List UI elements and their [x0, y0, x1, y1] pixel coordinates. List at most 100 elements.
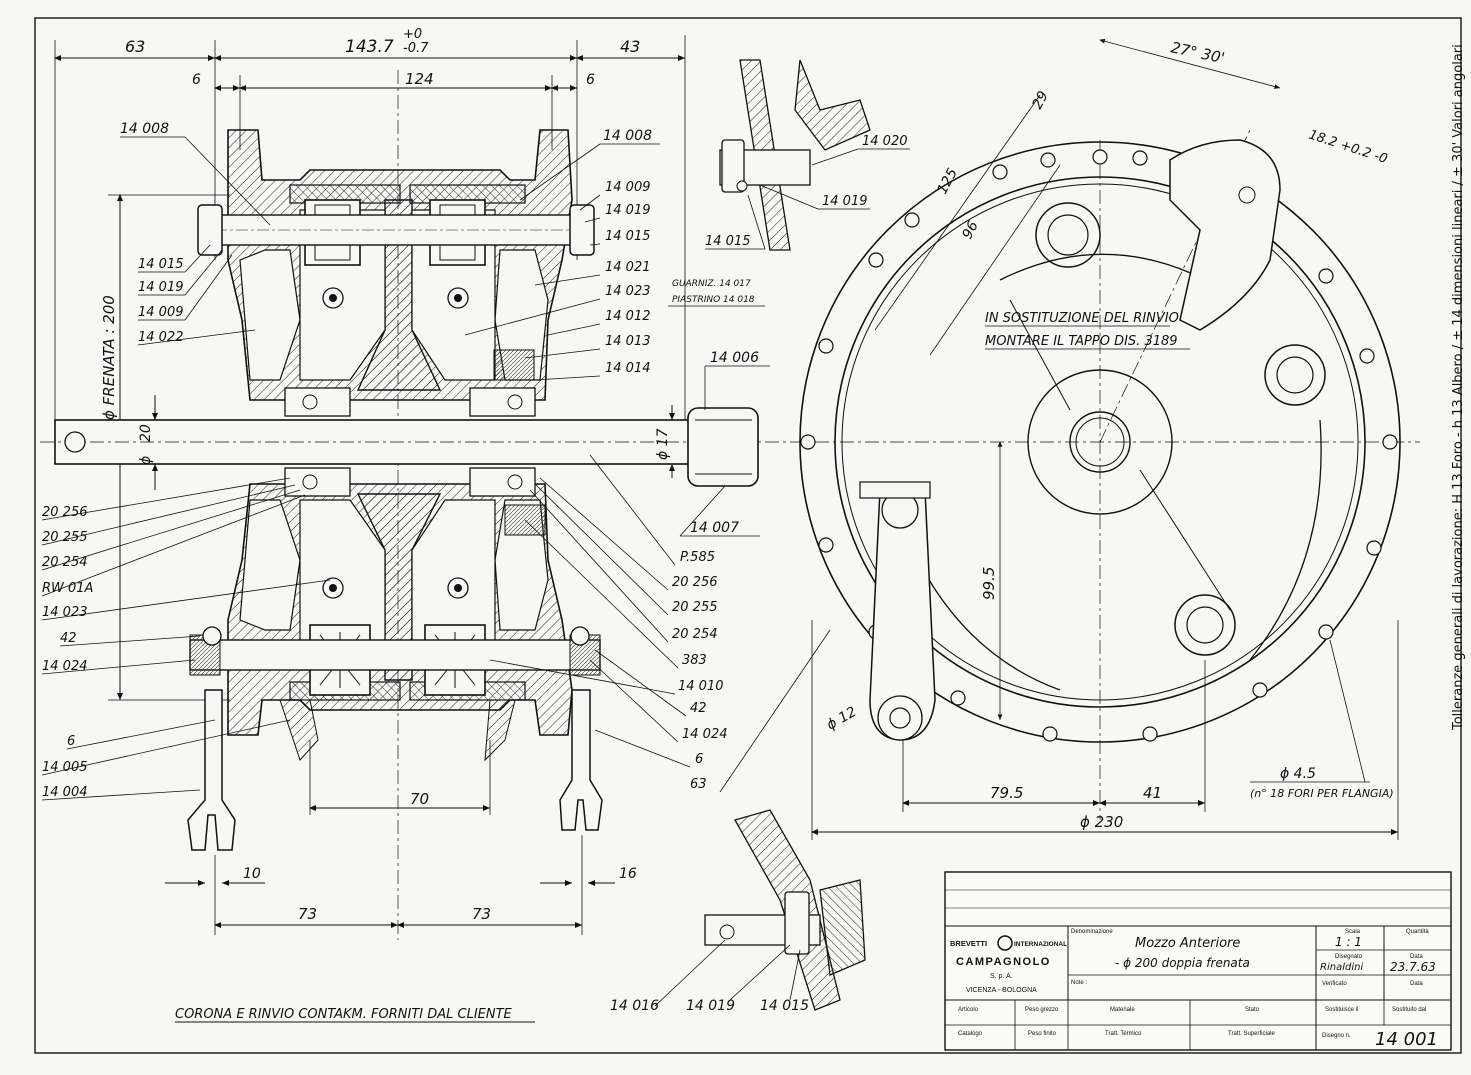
part-label-right: 20 255 [672, 600, 718, 615]
dim-half-left: 73 [298, 905, 317, 923]
date-label: Data [1410, 954, 1423, 960]
part-label-left: 14 005 [42, 760, 88, 775]
quantity-label: Quantità [1406, 929, 1429, 935]
drawing-border [34, 17, 1462, 1054]
dim-overall-left: 63 [125, 37, 145, 56]
company-badge: INTERNAZIONALI [1014, 941, 1069, 948]
disegno-label: Disegno n. [1322, 1033, 1351, 1039]
detail-bottom-label: 14 019 [686, 998, 735, 1014]
dim-overall-tol-lower: -0.7 [403, 41, 429, 56]
stato-label: Stato [1245, 1007, 1260, 1013]
date-label-2: Data [1410, 981, 1423, 987]
dim-outer-diameter: ϕ 230 [1080, 813, 1123, 831]
part-label-right: 63 [690, 777, 707, 792]
materiale-label: Materiale [1110, 1007, 1135, 1013]
detail-top-label: 14 020 [862, 134, 908, 149]
dim-angle: 27° 30' [1169, 38, 1226, 67]
part-label-left: 14 015 [138, 257, 184, 272]
articolo-label: Articolo [958, 1007, 979, 1013]
checked-label: Verificato [1322, 981, 1347, 987]
part-label-right: 20 256 [672, 575, 718, 590]
dim-96: 96 [959, 219, 982, 242]
part-label-right: 383 [682, 653, 707, 668]
note-line-2: MONTARE IL TAPPO DIS. 3189 [985, 334, 1178, 349]
dim-arm-pin-right: 16 [619, 866, 637, 882]
dim-arm-spacing: 70 [410, 790, 429, 808]
part-label-right: 14 006 [710, 350, 759, 366]
part-label-right: 6 [695, 752, 703, 767]
dim-brake-diameter: ϕ FRENATA : 200 [100, 295, 118, 420]
part-name-1: Mozzo Anteriore [1135, 936, 1240, 951]
dim-half-right: 73 [472, 905, 491, 923]
dim-overall-center: 143.7 [345, 37, 394, 57]
tolerance-note: Tolleranze generali di lavorazione: H 13… [1451, 44, 1466, 731]
part-label-left: 20 255 [42, 530, 88, 545]
dim-overall-right: 43 [620, 37, 640, 56]
part-label-left: 42 [60, 631, 77, 646]
company-line1: BREVETTI [950, 939, 987, 948]
dim-lever-diameter: ϕ 12 [824, 704, 859, 734]
dim-flange-right: 6 [586, 72, 595, 88]
detail-bottom-label: 14 015 [760, 998, 809, 1014]
scale-label: Scala [1345, 929, 1361, 935]
company-name: CAMPAGNOLO [956, 956, 1051, 968]
part-label-left: 20 256 [42, 505, 88, 520]
dim-hole-diameter: ϕ 4.5 [1280, 766, 1316, 782]
dim-29: 29 [1029, 89, 1052, 112]
footer-note: CORONA E RINVIO CONTAKM. FORNITI DAL CLI… [175, 1007, 513, 1022]
dim-flange-left: 6 [192, 72, 201, 88]
part-label-left: 6 [67, 734, 75, 749]
detail-bottom-label: 14 016 [610, 998, 659, 1014]
sostituisce-label: Sostituisce il [1325, 1007, 1358, 1013]
part-label-right: 14 008 [603, 128, 652, 144]
dim-inner-width: 124 [405, 70, 434, 88]
part-label-right: 14 015 [605, 229, 651, 244]
drawing-number: 14 001 [1375, 1029, 1438, 1050]
dim-125: 125 [934, 166, 961, 197]
dim-79-5: 79.5 [990, 784, 1023, 802]
part-label-right: 14 009 [605, 180, 651, 195]
hole-note: (n° 18 FORI PER FLANGIA) [1250, 787, 1394, 800]
detail-bottom: 14 016 14 019 14 015 [610, 809, 866, 1014]
dim-overall-tol-upper: +0 [403, 27, 422, 42]
dim-axle-phi: ϕ [138, 456, 154, 465]
dim-99-5: 99.5 [980, 567, 998, 600]
part-label-left: 14 008 [120, 121, 169, 137]
gasket-note: GUARNIZ. 14 017 [672, 279, 751, 289]
peso-grezzo-label: Peso grezzo [1025, 1007, 1059, 1013]
note-line-1: IN SOSTITUZIONE DEL RINVIO [985, 311, 1179, 326]
scale-value: 1 : 1 [1335, 935, 1362, 949]
dim-arm-pin: 10 [243, 866, 261, 882]
part-label-left: 14 024 [42, 659, 88, 674]
company-type: S. p. A. [990, 973, 1013, 980]
hub-section-view: 63 143.7 +0 -0.7 43 6 124 6 ϕ FRENATA : … [40, 27, 790, 940]
peso-finito-label: Peso finito [1028, 1031, 1057, 1037]
flange-holes [800, 149, 1398, 742]
part-label-right: P.585 [680, 550, 715, 565]
catalogo-label: Catalogo [958, 1031, 983, 1037]
dim-axle-diameter: 20 [138, 424, 154, 442]
part-label-right: 14 023 [605, 284, 651, 299]
part-label-left: RW 01A [42, 581, 93, 596]
denominazione-label: Denominazione [1071, 929, 1113, 935]
sostituito-label: Sostituito dal [1392, 1007, 1426, 1013]
part-label-right: 42 [690, 701, 707, 716]
hub-side-view: 27° 30' 18.2 +0.2 -0 29 125 96 99.5 79.5… [790, 38, 1420, 840]
detail-top: 14 020 14 019 14 015 [705, 59, 910, 251]
tratt-superficiale-label: Tratt. Superficiale [1228, 1031, 1275, 1037]
detail-top-label: 14 019 [822, 194, 868, 209]
drawn-label: Disegnato [1335, 954, 1363, 960]
part-label-right: 14 024 [682, 727, 728, 742]
drawn-by: Rinaldini [1320, 962, 1363, 973]
part-label-right: 14 021 [605, 260, 651, 275]
dim-axle-end: ϕ 17 [655, 428, 671, 460]
date-value: 23.7.63 [1390, 960, 1436, 974]
part-label-left: 14 009 [138, 305, 184, 320]
part-label-left: 14 023 [42, 605, 88, 620]
part-label-right: 14 012 [605, 309, 651, 324]
dim-41: 41 [1143, 784, 1162, 802]
part-label-left: 14 004 [42, 785, 88, 800]
part-label-right: 14 013 [605, 334, 651, 349]
tratt-termico-label: Tratt. Termico [1105, 1031, 1142, 1037]
